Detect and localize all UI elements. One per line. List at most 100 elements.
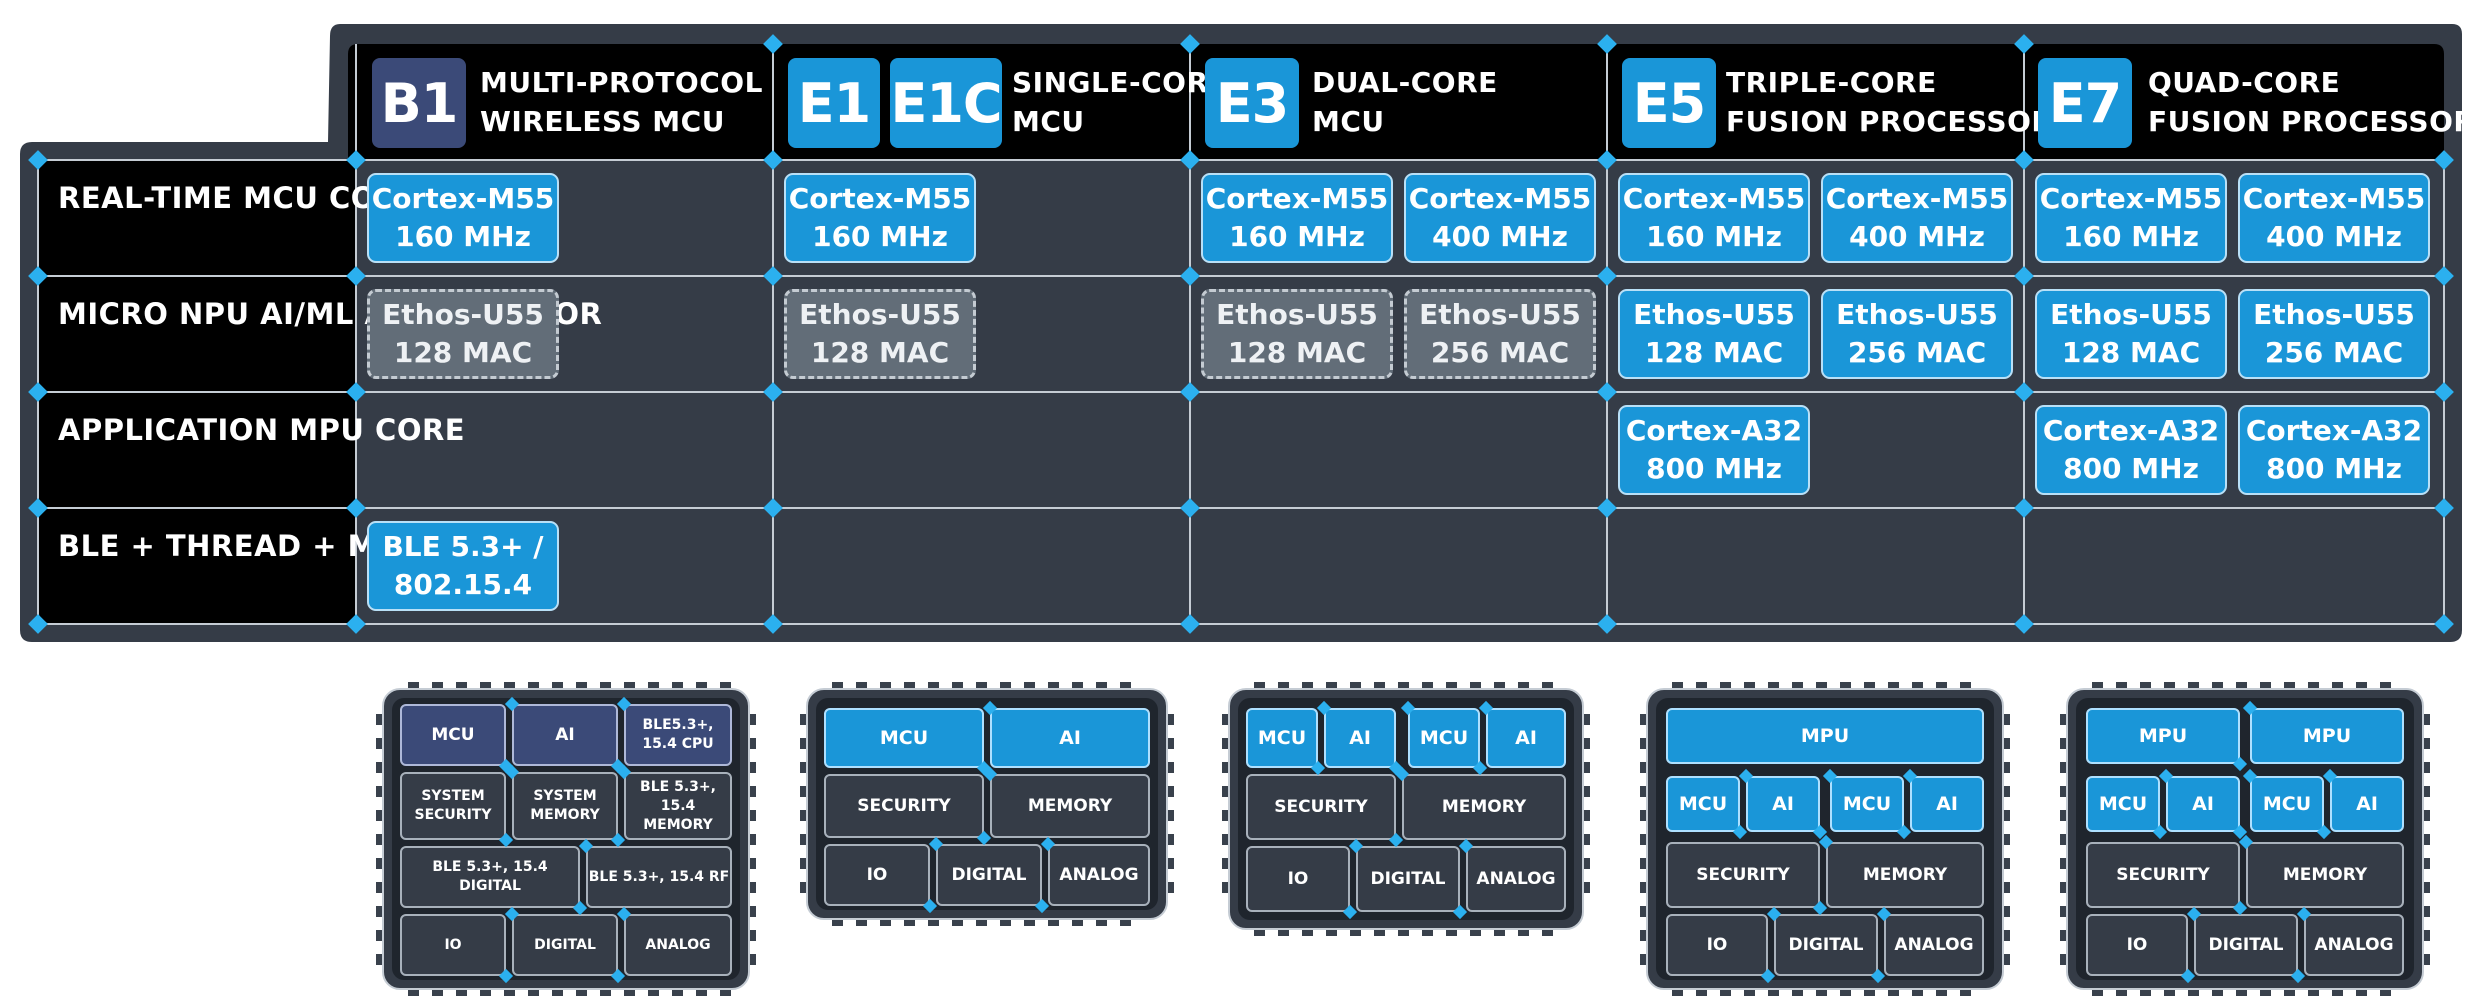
package-pin	[2060, 714, 2069, 725]
package-pin	[720, 987, 731, 996]
package-pin	[904, 682, 915, 691]
package-pin	[1470, 927, 1481, 936]
package-pin	[800, 714, 809, 725]
block-analog: ANALOG	[1048, 844, 1150, 906]
grid-node-diamond	[2014, 382, 2034, 402]
package-pin	[2060, 762, 2069, 773]
package-pin	[800, 738, 809, 749]
package-pin	[952, 682, 963, 691]
chip-e5-npu-2: Ethos-U55 256 MAC	[1821, 289, 2013, 379]
package-pin	[2380, 987, 2391, 996]
grid-node-diamond	[763, 266, 783, 286]
package-pin	[1640, 786, 1649, 797]
grid-node-diamond	[346, 382, 366, 402]
block-security: SECURITY	[1666, 842, 1820, 908]
package-pin	[376, 762, 385, 773]
package-pin	[2001, 882, 2010, 893]
package-pin	[2421, 930, 2430, 941]
package-pin	[1048, 682, 1059, 691]
package-pin	[2308, 682, 2319, 691]
block-ai: AI	[512, 704, 618, 766]
chip-e5-mcu-1: Cortex-M55 160 MHz	[1618, 173, 1810, 263]
package-pin	[1581, 786, 1590, 797]
grid-node-diamond	[346, 266, 366, 286]
package-pin	[1120, 682, 1131, 691]
package-pin	[456, 682, 467, 691]
package-pin	[928, 682, 939, 691]
package-pin	[1072, 917, 1083, 926]
block-io: IO	[1666, 914, 1768, 976]
grid-node-diamond	[1180, 150, 1200, 170]
package-pin	[1912, 682, 1923, 691]
package-pin	[1696, 987, 1707, 996]
grid-node-diamond	[346, 614, 366, 634]
package-pin	[747, 858, 756, 869]
package-pin	[1222, 738, 1231, 749]
package-pin	[1581, 810, 1590, 821]
package-pin	[1640, 882, 1649, 893]
grid-node-diamond	[1180, 382, 1200, 402]
package-pin	[1840, 682, 1851, 691]
grid-node-diamond	[763, 498, 783, 518]
package-pin	[672, 682, 683, 691]
package-pin	[2164, 682, 2175, 691]
block-mcu-1: MCU	[1666, 776, 1740, 832]
grid-node-diamond	[1597, 382, 1617, 402]
package-pin	[376, 882, 385, 893]
package-pin	[2001, 786, 2010, 797]
package-pin	[2092, 682, 2103, 691]
package-pin	[2356, 682, 2367, 691]
block-mcu-2: MCU	[1830, 776, 1904, 832]
block-ai-1: AI	[1324, 708, 1396, 768]
block-ai-2: AI	[1910, 776, 1984, 832]
package-pin	[2140, 682, 2151, 691]
package-pin	[1888, 987, 1899, 996]
package-pin	[376, 786, 385, 797]
package-pin	[1960, 682, 1971, 691]
package-pin	[648, 987, 659, 996]
package-pin	[1222, 786, 1231, 797]
package-pin	[1446, 682, 1457, 691]
package-pin	[1470, 682, 1481, 691]
block-digital: DIGITAL	[1356, 846, 1460, 912]
block-mcu: MCU	[400, 704, 506, 766]
block-system-security: SYSTEM SECURITY	[400, 772, 506, 840]
badge-e1c: E1C	[890, 58, 1003, 148]
package-pin	[2421, 762, 2430, 773]
package-pin	[1816, 987, 1827, 996]
package-pin	[2001, 930, 2010, 941]
grid-node-diamond	[2434, 266, 2454, 286]
package-pin	[904, 917, 915, 926]
package-pin	[1422, 927, 1433, 936]
package-pin	[2060, 906, 2069, 917]
package-pin	[2164, 987, 2175, 996]
package-pin	[747, 834, 756, 845]
package-pin	[747, 786, 756, 797]
package-pin	[2260, 987, 2271, 996]
package-pin	[2332, 682, 2343, 691]
package-pin	[747, 954, 756, 965]
package-pin	[1254, 927, 1265, 936]
package-pin	[1768, 987, 1779, 996]
chip-b1-npu: Ethos-U55 128 MAC	[367, 289, 559, 379]
chip-e7-mpu-1: Cortex-A32 800 MHz	[2035, 405, 2227, 495]
block-ble-memory: BLE 5.3+, 15.4 MEMORY	[624, 772, 732, 840]
grid-node-diamond	[28, 382, 48, 402]
package-pin	[2060, 810, 2069, 821]
package-pin	[376, 834, 385, 845]
package-pin	[376, 810, 385, 821]
package-pin	[747, 762, 756, 773]
block-ai-2: AI	[1486, 708, 1566, 768]
package-pin	[1640, 810, 1649, 821]
package-pin	[800, 810, 809, 821]
package-pin	[408, 987, 419, 996]
package-pin	[2001, 810, 2010, 821]
package-pin	[2421, 738, 2430, 749]
package-pin	[456, 987, 467, 996]
block-memory: MEMORY	[1826, 842, 1984, 908]
chip-e1-npu: Ethos-U55 128 MAC	[784, 289, 976, 379]
block-io: IO	[1246, 846, 1350, 912]
package-pin	[2421, 954, 2430, 965]
package-pin	[1640, 738, 1649, 749]
package-pin	[1672, 682, 1683, 691]
